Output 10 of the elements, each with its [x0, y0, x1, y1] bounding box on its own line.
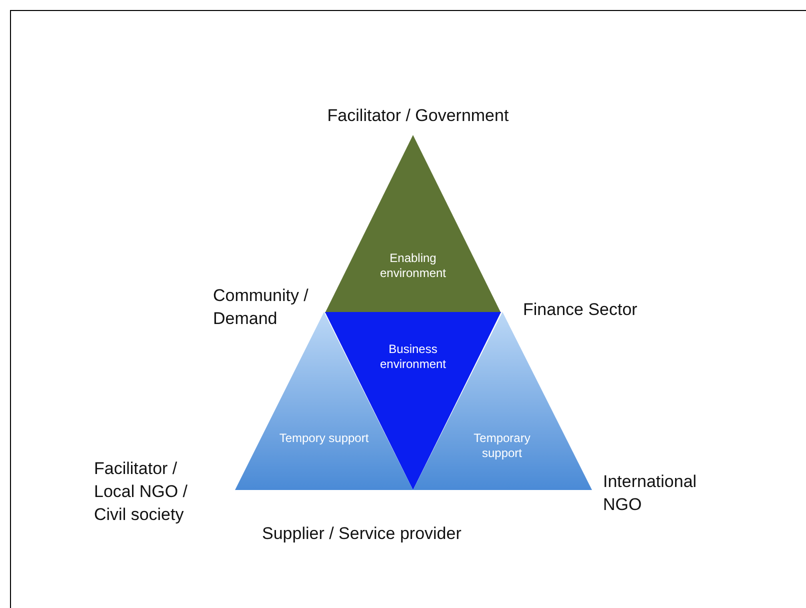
triangle-label: Enabling environment — [378, 251, 448, 281]
vertex-label: Finance Sector — [523, 299, 638, 321]
vertex-label: Community / Demand — [213, 285, 310, 330]
triangle-label: Temporary support — [472, 431, 532, 461]
vertex-label: Supplier / Service provider — [262, 523, 462, 545]
vertex-label: International NGO — [603, 471, 698, 516]
triangle-label: Tempory support — [278, 431, 370, 446]
triangle-label: Business environment — [378, 342, 448, 372]
vertex-label: Facilitator / Local NGO / Civil society — [94, 458, 189, 526]
vertex-label: Facilitator / Government — [326, 105, 510, 127]
